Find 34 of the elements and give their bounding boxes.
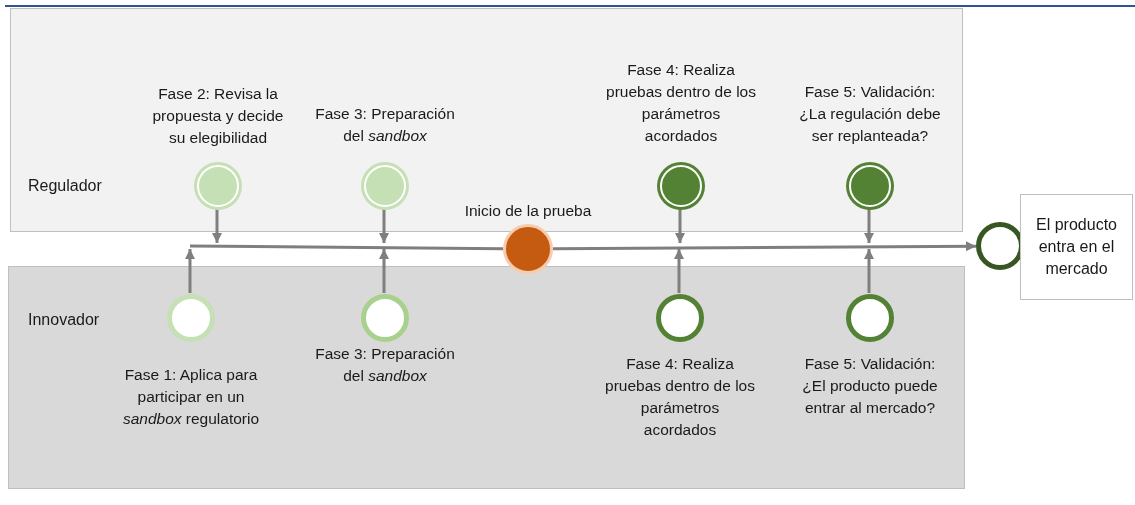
milestone-circle xyxy=(361,294,409,342)
milestone-circle xyxy=(656,294,704,342)
milestone-circle xyxy=(846,162,894,210)
outcome-text: El producto entra en el mercado xyxy=(1035,215,1118,279)
arrow xyxy=(864,249,874,293)
phase-text: Fase 3: Preparación del sandbox xyxy=(314,344,456,386)
arrow xyxy=(379,209,389,243)
phase-text: Fase 5: Validación: ¿El producto puede entrar al mercado? xyxy=(801,354,939,418)
arrow xyxy=(379,249,389,293)
arrow xyxy=(185,249,195,293)
lane-label: Innovador xyxy=(28,311,100,329)
arrow xyxy=(864,209,874,243)
phase-text: Fase 4: Realiza pruebas dentro de los parámetros acordados xyxy=(606,60,756,146)
lane-band xyxy=(8,266,965,489)
phase-text: Fase 5: Validación: ¿La regulación debe ser replanteada? xyxy=(798,82,942,146)
milestone-circle xyxy=(361,162,409,210)
lane-band xyxy=(10,8,963,232)
arrow xyxy=(674,249,684,293)
outcome-box xyxy=(1020,194,1133,300)
phase-text: Inicio de la prueba xyxy=(463,201,593,221)
phase-text: Fase 2: Revisa la propuesta y decide su elegibilidad xyxy=(151,84,285,148)
lane-label: Regulador xyxy=(28,177,102,195)
arrow xyxy=(675,209,685,243)
phase-text: Fase 1: Aplica para participar en un sandbox regulatorio xyxy=(121,365,261,429)
milestone-circle xyxy=(846,294,894,342)
phase-text: Fase 3: Preparación del sandbox xyxy=(314,104,456,146)
arrow xyxy=(212,209,222,243)
milestone-circle xyxy=(657,162,705,210)
phase-text: Fase 4: Realiza pruebas dentro de los parámetros acordados xyxy=(605,354,755,440)
milestone-circle xyxy=(167,294,215,342)
timeline-line xyxy=(190,244,503,251)
arrow xyxy=(553,241,976,252)
milestone-circle xyxy=(194,162,242,210)
milestone-circle xyxy=(503,224,553,274)
